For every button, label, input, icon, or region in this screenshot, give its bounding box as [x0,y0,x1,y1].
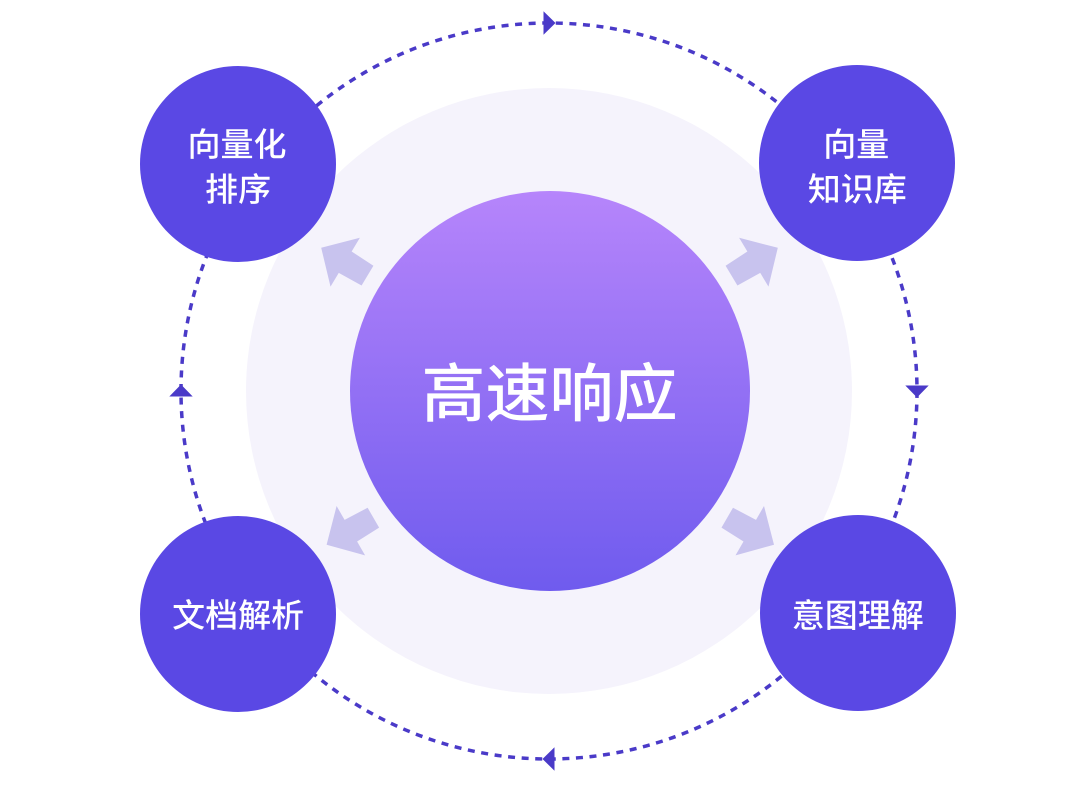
node-top-left-label-line1-path [190,128,286,159]
node-bottom-right-label-path [793,599,923,631]
node-bottom-left-label-path [173,599,303,630]
arrow-to-top-right-icon [725,237,778,287]
node-top-left-label-line2-path [206,173,270,204]
node-top-right-circle: 向量知识库 [759,65,955,261]
arrow-to-bottom-left-icon [326,506,380,556]
center-label-path [425,361,675,423]
node-bottom-right-circle: 意图理解 [760,515,956,711]
arrow-to-top-left-icon [321,237,374,287]
node-top-right-label-line2-path [808,173,906,204]
center-node-circle: 高速响应 [350,191,750,591]
node-top-right-label-line1-path [826,128,888,159]
orbit-marker-top-icon [543,11,556,35]
orbit-marker-bottom-icon [542,747,555,771]
orbit-marker-left-icon [169,384,193,397]
arrow-to-bottom-right-icon [721,506,774,556]
node-top-left-circle: 向量化排序 [140,65,336,262]
orbit-marker-right-icon [905,385,929,398]
node-bottom-left-circle: 文档解析 [140,516,336,712]
